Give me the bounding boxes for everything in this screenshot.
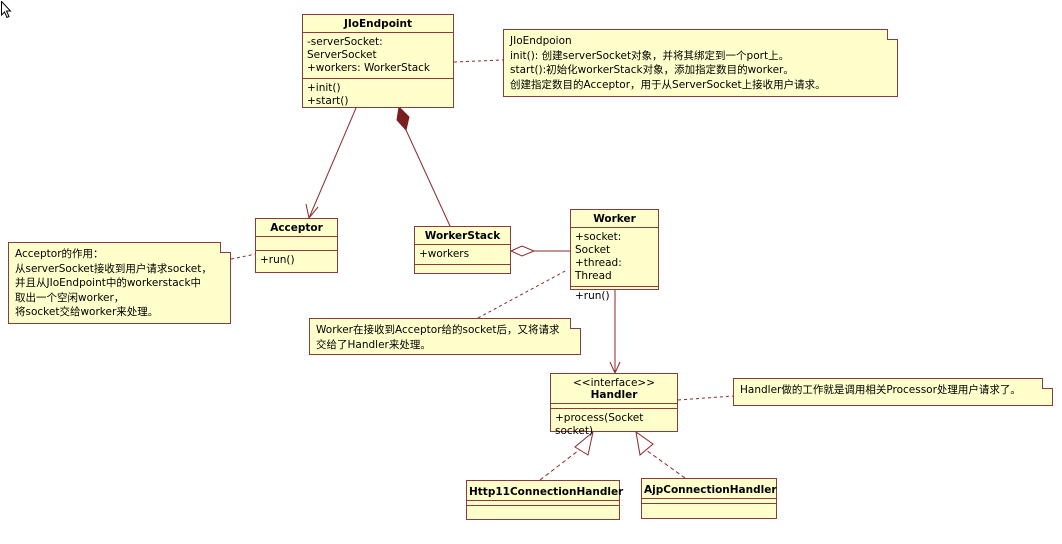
class-workerstack[interactable]: WorkerStack +workers [414, 226, 511, 274]
mouse-pointer-icon [1, 1, 12, 19]
class-ajpconnectionhandler[interactable]: AjpConnectionHandler [641, 478, 777, 519]
class-http11-name: Http11ConnectionHandler [469, 486, 624, 498]
class-worker[interactable]: Worker +socket: Socket +thread: Thread +… [570, 209, 659, 302]
class-ajp-operations [642, 503, 776, 508]
note-jioendpoint[interactable]: JIoEndpoion init(): 创建serverSocket对象，并将其… [503, 29, 898, 97]
class-workerstack-attributes: +workers [415, 244, 510, 264]
class-jioendpoint-name: JIoEndpoint [343, 18, 412, 30]
class-handler-name: Handler [590, 389, 638, 401]
class-handler[interactable]: <<interface>> Handler +process(Socket so… [550, 373, 678, 437]
class-http11-attributes [467, 500, 619, 505]
attribute: +workers [419, 248, 470, 260]
note-line: Acceptor的作用： [15, 248, 104, 260]
attribute: +thread: Thread [575, 257, 622, 282]
operation: +run() [575, 290, 610, 302]
class-workerstack-name: WorkerStack [424, 230, 501, 242]
note-line: 创建指定数目的Acceptor，用于从ServerSocket上接收用户请求。 [510, 78, 826, 91]
class-workerstack-operations [415, 264, 510, 269]
association-jioendpoint-acceptor [308, 107, 357, 219]
class-ajp-name: AjpConnectionHandler [644, 484, 777, 496]
note-line: 从serverSocket接收到用户请求socket， [15, 262, 212, 275]
class-jioendpoint-attributes: -serverSocket: ServerSocket +workers: Wo… [303, 32, 453, 78]
note-worker[interactable]: Worker在接收到Acceptor给的socket后，又将请求 交给了Hand… [309, 318, 581, 355]
attribute: +workers: WorkerStack [307, 62, 431, 74]
operation: +start() [307, 95, 349, 107]
note-line: init(): 创建serverSocket对象，并将其绑定到一个port上。 [510, 49, 790, 62]
class-handler-attributes [551, 403, 677, 408]
operation: +run() [260, 254, 295, 266]
realization-ajp-handler [645, 449, 686, 479]
class-handler-operations: +process(Socket socket) [551, 408, 677, 441]
aggregation-diamond [509, 245, 536, 257]
realization-http11-handler [539, 446, 584, 481]
note-anchor-jioendpoint [453, 59, 504, 63]
class-worker-operations: +run() [571, 286, 658, 306]
arrowhead-acceptor [305, 203, 319, 220]
note-anchor-acceptor [230, 253, 257, 260]
class-http11connectionhandler[interactable]: Http11ConnectionHandler [466, 480, 624, 520]
class-http11-operations [467, 505, 619, 510]
note-anchor-worker [477, 269, 568, 319]
class-worker-attributes: +socket: Socket +thread: Thread [571, 227, 658, 286]
note-line: start():初始化workerStack对象，添加指定数目的worker。 [510, 64, 794, 76]
note-line: Handler做的工作就是调用相关Processor处理用户请求了。 [740, 384, 1021, 396]
attribute: -serverSocket: ServerSocket [307, 36, 383, 61]
class-acceptor-attributes [256, 236, 337, 250]
note-line: Worker在接收到Acceptor给的socket后，又将请求 [316, 324, 560, 336]
class-acceptor[interactable]: Acceptor +run() [255, 218, 338, 273]
composition-jioendpoint-workerstack [405, 129, 451, 227]
note-line: 将socket交给worker来处理。 [15, 306, 159, 318]
note-handler[interactable]: Handler做的工作就是调用相关Processor处理用户请求了。 [733, 378, 1053, 406]
class-jioendpoint-operations: +init() +start() [303, 78, 453, 111]
class-handler-stereotype: <<interface>> [572, 377, 656, 389]
operation: +process(Socket socket) [555, 412, 644, 437]
note-line: JIoEndpoion [510, 35, 572, 47]
note-line: 并且从JIoEndpoint中的workerstack中 [15, 277, 202, 289]
class-acceptor-operations: +run() [256, 250, 337, 270]
note-acceptor[interactable]: Acceptor的作用： 从serverSocket接收到用户请求socket，… [8, 242, 231, 324]
note-line: 取出一个空闲worker， [15, 291, 125, 304]
class-acceptor-name: Acceptor [270, 222, 323, 234]
arrowhead-handler [609, 361, 621, 375]
class-handler-name-block: <<interface>> Handler [551, 374, 677, 403]
class-jioendpoint[interactable]: JIoEndpoint -serverSocket: ServerSocket … [302, 14, 454, 108]
attribute: +socket: Socket [575, 231, 622, 256]
class-worker-name: Worker [593, 213, 636, 225]
note-line: 交给了Handler来处理。 [316, 338, 431, 351]
operation: +init() [307, 82, 341, 94]
note-anchor-handler [677, 395, 734, 401]
class-ajp-attributes [642, 498, 776, 503]
